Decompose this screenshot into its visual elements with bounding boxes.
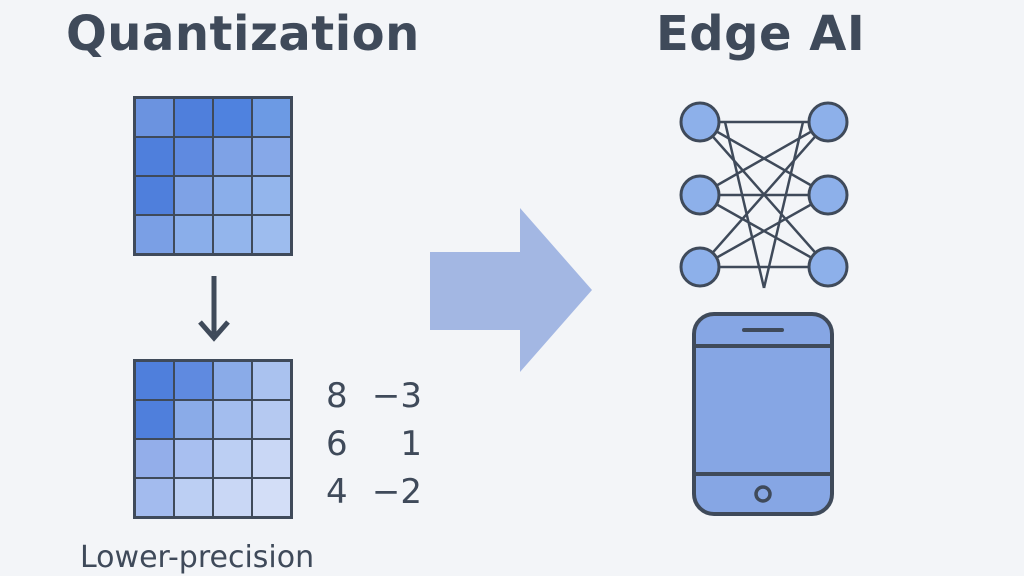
input-node (679, 246, 721, 288)
neural-network-icon (679, 101, 849, 289)
matrix-cell (135, 137, 174, 176)
matrix-cell (213, 176, 252, 215)
matrix-cell (252, 176, 291, 215)
output-node (807, 101, 849, 143)
matrix-cell (135, 439, 174, 478)
quantized-value: −2 (371, 472, 422, 512)
matrix-cell (213, 361, 252, 400)
edge-ai-title: Edge AI (656, 6, 866, 62)
full-precision-matrix (133, 96, 293, 256)
matrix-cell (135, 98, 174, 137)
matrix-cell (174, 361, 213, 400)
quantized-value: 8 (326, 376, 348, 416)
matrix-cell (174, 98, 213, 137)
matrix-cell (174, 137, 213, 176)
quantized-value: 6 (326, 424, 348, 464)
arrow-down-icon (198, 276, 230, 342)
matrix-cell (213, 98, 252, 137)
matrix-cell (135, 176, 174, 215)
output-node (807, 246, 849, 288)
input-node (679, 174, 721, 216)
matrix-cell (252, 439, 291, 478)
matrix-cell (135, 400, 174, 439)
lower-precision-caption: Lower-precision (80, 540, 315, 575)
quantized-values: 8 −3 6 1 4 −2 (326, 372, 422, 516)
matrix-cell (135, 478, 174, 517)
matrix-cell (252, 137, 291, 176)
matrix-cell (252, 478, 291, 517)
quantized-value: 4 (326, 472, 348, 512)
quantized-value: −3 (371, 376, 422, 416)
quantization-title: Quantization (66, 6, 420, 62)
output-node (807, 174, 849, 216)
matrix-cell (174, 439, 213, 478)
matrix-cell (213, 439, 252, 478)
matrix-cell (174, 400, 213, 439)
input-node (679, 101, 721, 143)
matrix-cell (213, 215, 252, 254)
matrix-cell (252, 361, 291, 400)
matrix-cell (174, 478, 213, 517)
arrow-right-icon (430, 208, 592, 372)
smartphone-icon (692, 312, 834, 516)
matrix-cell (252, 215, 291, 254)
matrix-cell (135, 215, 174, 254)
matrix-cell (252, 400, 291, 439)
matrix-cell (213, 478, 252, 517)
matrix-cell (213, 400, 252, 439)
quantized-value: 1 (400, 424, 422, 464)
matrix-cell (174, 176, 213, 215)
matrix-cell (252, 98, 291, 137)
matrix-cell (174, 215, 213, 254)
matrix-cell (213, 137, 252, 176)
matrix-cell (135, 361, 174, 400)
low-precision-matrix (133, 359, 293, 519)
